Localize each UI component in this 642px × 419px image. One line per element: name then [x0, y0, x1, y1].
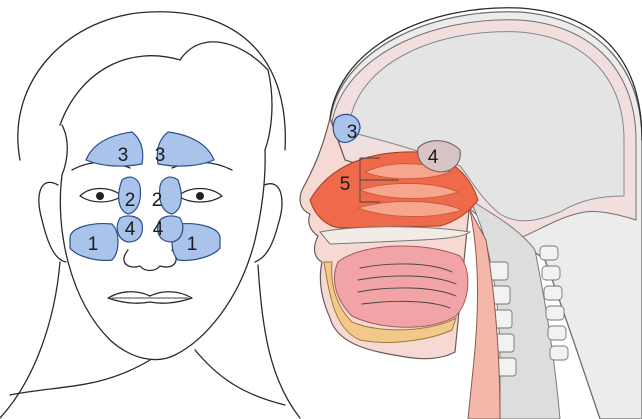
- left-ear: [39, 182, 66, 262]
- label-sphenoid-right: 4: [153, 219, 164, 240]
- label-ethmoid-left: 2: [125, 190, 136, 211]
- label-turbinates: 5: [340, 174, 351, 195]
- label-maxillary-left: 1: [88, 234, 99, 255]
- label-ethmoid-right: 2: [152, 190, 163, 211]
- mouth: [108, 292, 192, 303]
- left-pupil: [96, 192, 104, 200]
- label-maxillary-right: 1: [187, 234, 198, 255]
- front-face: 1 1 2 2 3 3 4 4: [0, 12, 300, 418]
- right-pupil: [196, 192, 204, 200]
- ethmoid-sinus-right: [160, 177, 182, 214]
- frontal-sinus-right: [157, 132, 214, 166]
- label-frontal-left: 3: [118, 145, 129, 166]
- label-frontal-side: 3: [347, 122, 358, 143]
- tongue: [334, 246, 467, 327]
- side-section: 3 4 5: [300, 8, 642, 419]
- label-frontal-right: 3: [155, 145, 166, 166]
- head-outline: [18, 12, 286, 160]
- nose: [124, 250, 176, 271]
- label-sphenoid-side: 4: [428, 147, 439, 168]
- neck: [0, 262, 60, 418]
- frontal-sinus-left: [86, 132, 143, 166]
- label-sphenoid-left: 4: [125, 219, 136, 240]
